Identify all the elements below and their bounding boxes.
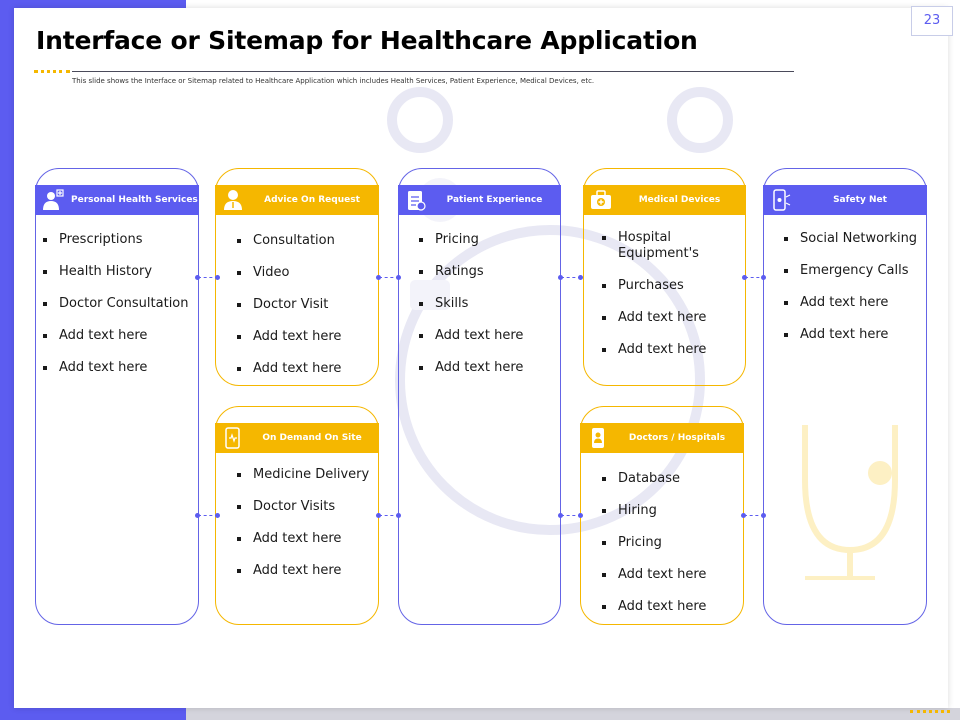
list-item: Pricing xyxy=(417,232,557,264)
connector-dot xyxy=(195,275,200,280)
list-item: Add text here xyxy=(600,599,740,631)
header-advice-on-request: Advice On Request xyxy=(215,185,379,215)
list-item: Video xyxy=(235,265,375,297)
header-doctors-hospitals: Doctors / Hospitals xyxy=(580,423,744,453)
list-item: Ratings xyxy=(417,264,557,296)
list-item: Doctor Visit xyxy=(235,297,375,329)
phone-network-icon xyxy=(763,185,799,215)
list-item: Add text here xyxy=(41,360,196,392)
connector-dot xyxy=(215,513,220,518)
title-dots-decoration xyxy=(34,70,70,73)
list-item: Consultation xyxy=(235,233,375,265)
list-item: Medicine Delivery xyxy=(235,467,375,499)
card-title: Medical Devices xyxy=(638,195,721,205)
list-item: Doctor Consultation xyxy=(41,296,196,328)
card-patient-experience xyxy=(398,168,561,625)
list-item: Add text here xyxy=(417,360,557,392)
card-title: Safety Net xyxy=(833,195,887,205)
header-on-demand-on-site: On Demand On Site xyxy=(215,423,379,453)
list-item: Emergency Calls xyxy=(782,263,926,295)
list-item: Add text here xyxy=(41,328,196,360)
list-item: Prescriptions xyxy=(41,232,196,264)
list-personal-health-services: Prescriptions Health History Doctor Cons… xyxy=(41,232,196,392)
card-title: Personal Health Services xyxy=(71,195,198,205)
connector xyxy=(745,277,765,278)
phone-doctor-icon xyxy=(580,423,616,453)
slide-canvas xyxy=(14,8,948,708)
connector xyxy=(379,277,399,278)
card-title: On Demand On Site xyxy=(262,433,362,443)
connector-dot xyxy=(376,275,381,280)
list-doctors-hospitals: Database Hiring Pricing Add text here Ad… xyxy=(600,471,740,631)
list-item: Health History xyxy=(41,264,196,296)
list-item: Social Networking xyxy=(782,231,926,263)
medical-kit-icon xyxy=(583,185,619,215)
connector-dot xyxy=(558,275,563,280)
connector-dot xyxy=(741,513,746,518)
connector-dot xyxy=(396,275,401,280)
card-title: Advice On Request xyxy=(264,195,360,205)
connector-dot xyxy=(215,275,220,280)
list-item: Add text here xyxy=(600,342,742,374)
card-safety-net xyxy=(763,168,927,625)
doctor-icon xyxy=(35,185,71,215)
list-item: Hospital Equipment's xyxy=(600,230,742,278)
title-underline xyxy=(72,71,794,72)
connector-dot xyxy=(761,275,766,280)
connector xyxy=(198,277,218,278)
list-patient-experience: Pricing Ratings Skills Add text here Add… xyxy=(417,232,557,392)
connector xyxy=(561,515,581,516)
card-title: Patient Experience xyxy=(446,195,543,205)
header-personal-health-services: Personal Health Services xyxy=(35,185,199,215)
list-item: Add text here xyxy=(235,329,375,361)
list-item: Pricing xyxy=(600,535,740,567)
list-item: Add text here xyxy=(235,361,375,393)
page-number: 23 xyxy=(911,6,953,36)
mobile-health-icon xyxy=(215,423,251,453)
list-item: Add text here xyxy=(417,328,557,360)
clipboard-icon xyxy=(398,185,434,215)
connector-dot xyxy=(742,275,747,280)
list-item: Add text here xyxy=(782,295,926,327)
list-item: Add text here xyxy=(235,531,375,563)
connector-dot xyxy=(558,513,563,518)
list-safety-net: Social Networking Emergency Calls Add te… xyxy=(782,231,926,359)
corner-dots-decoration xyxy=(910,710,950,713)
list-item: Purchases xyxy=(600,278,742,310)
connector-dot xyxy=(761,513,766,518)
list-item: Doctor Visits xyxy=(235,499,375,531)
list-medical-devices: Hospital Equipment's Purchases Add text … xyxy=(600,230,742,374)
list-item: Add text here xyxy=(600,310,742,342)
list-item: Add text here xyxy=(600,567,740,599)
list-on-demand-on-site: Medicine Delivery Doctor Visits Add text… xyxy=(235,467,375,595)
list-advice-on-request: Consultation Video Doctor Visit Add text… xyxy=(235,233,375,393)
header-patient-experience: Patient Experience xyxy=(398,185,561,215)
bottom-accent-bar xyxy=(186,708,960,720)
card-personal-health-services xyxy=(35,168,199,625)
list-item: Add text here xyxy=(235,563,375,595)
connector-dot xyxy=(195,513,200,518)
connector xyxy=(198,515,218,516)
connector xyxy=(744,515,764,516)
connector xyxy=(379,515,399,516)
header-medical-devices: Medical Devices xyxy=(583,185,746,215)
card-title: Doctors / Hospitals xyxy=(628,433,726,443)
list-item: Add text here xyxy=(782,327,926,359)
connector-dot xyxy=(578,275,583,280)
page-title: Interface or Sitemap for Healthcare Appl… xyxy=(36,26,698,55)
connector-dot xyxy=(396,513,401,518)
header-safety-net: Safety Net xyxy=(763,185,927,215)
connector-dot xyxy=(578,513,583,518)
connector xyxy=(561,277,581,278)
list-item: Hiring xyxy=(600,503,740,535)
page-subtitle: This slide shows the Interface or Sitema… xyxy=(72,77,595,85)
connector-dot xyxy=(376,513,381,518)
doctor-avatar-icon xyxy=(215,185,251,215)
list-item: Database xyxy=(600,471,740,503)
list-item: Skills xyxy=(417,296,557,328)
